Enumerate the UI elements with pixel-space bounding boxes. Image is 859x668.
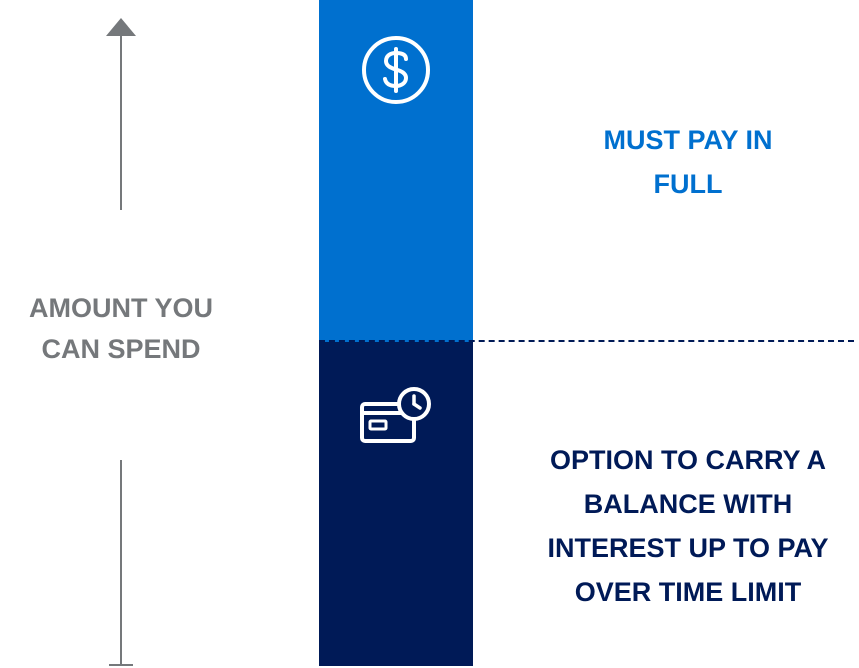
bar-segment-pay-over-time xyxy=(319,342,473,666)
pay-in-full-label-line-2: FULL xyxy=(653,169,723,199)
axis-label-line-1: AMOUNT YOU xyxy=(28,293,213,323)
pay-in-full-label-line-1: MUST PAY IN xyxy=(603,125,773,155)
credit-card-clock-icon xyxy=(360,387,431,443)
carry-balance-label-line-2: BALANCE WITH xyxy=(583,489,793,519)
carry-balance-label-line-1: OPTION TO CARRY A xyxy=(549,445,827,475)
carry-balance-label-line-3: INTEREST UP TO PAY xyxy=(547,533,829,563)
axis-label-line-2: CAN SPEND xyxy=(41,334,201,364)
axis-arrowhead-up xyxy=(106,18,136,36)
dollar-circle-icon xyxy=(362,36,430,104)
carry-balance-label: OPTION TO CARRY A BALANCE WITH INTEREST … xyxy=(520,438,856,614)
pay-over-time-limit-divider xyxy=(319,340,854,342)
axis-label: AMOUNT YOU CAN SPEND xyxy=(0,288,242,370)
pay-in-full-label: MUST PAY IN FULL xyxy=(520,118,856,206)
carry-balance-label-line-4: OVER TIME LIMIT xyxy=(574,577,802,607)
